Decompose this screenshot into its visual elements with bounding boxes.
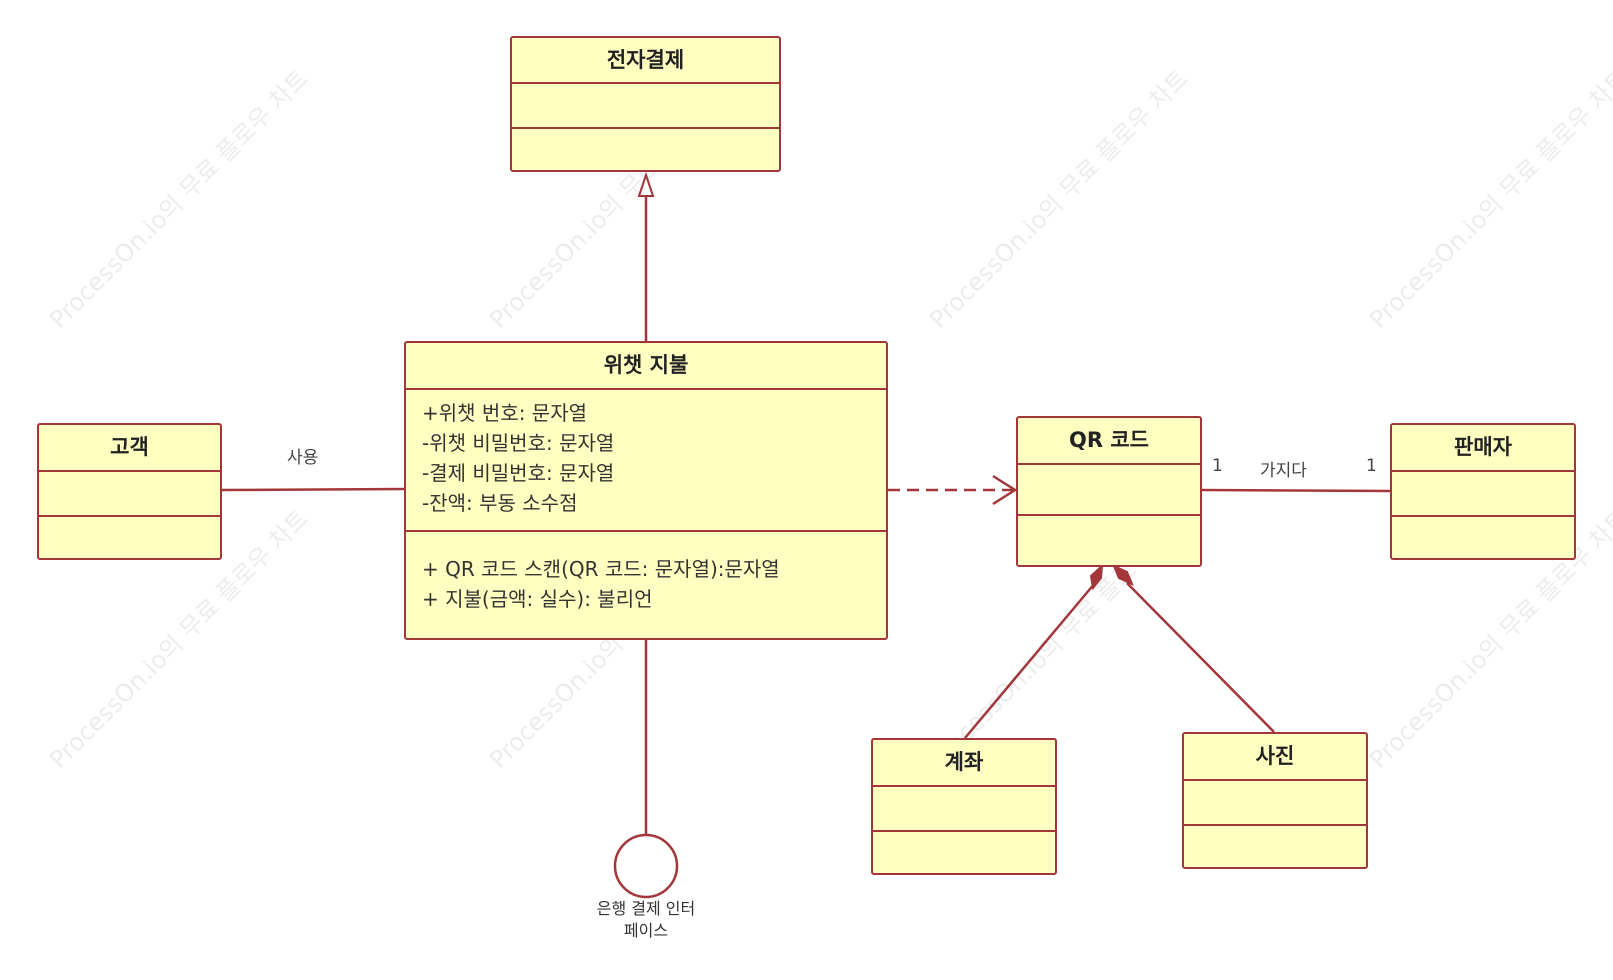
interface-label-line2: 페이스	[623, 921, 669, 940]
class-qr-code[interactable]: QR 코드	[1016, 416, 1202, 567]
interface-circle	[613, 833, 679, 899]
attributes-section	[39, 470, 220, 515]
methods-section	[39, 515, 220, 558]
attributes-section	[1392, 470, 1574, 515]
multiplicity-qr-side: 1	[1212, 456, 1223, 476]
composition-account-diamond	[1089, 563, 1104, 591]
class-name: 위챗 지불	[603, 353, 689, 377]
method: + QR 코드 스캔(QR 코드: 문자열):문자열	[422, 557, 780, 581]
attributes-section: +위챗 번호: 문자열 -위챗 비밀번호: 문자열 -결제 비밀번호: 문자열 …	[406, 388, 886, 530]
class-name: 고객	[110, 435, 149, 459]
attributes-section	[873, 785, 1055, 830]
multiplicity-seller-side: 1	[1366, 456, 1377, 476]
interface-label: 은행 결제 인터 페이스	[556, 898, 736, 942]
class-wechat-pay[interactable]: 위챗 지불 +위챗 번호: 문자열 -위챗 비밀번호: 문자열 -결제 비밀번호…	[404, 341, 888, 640]
has-association-line	[1201, 488, 1391, 493]
interface-label-line1: 은행 결제 인터	[596, 899, 696, 918]
method: + 지불(금액: 실수): 불리언	[422, 587, 653, 611]
attribute: +위챗 번호: 문자열	[422, 401, 588, 425]
methods-section: + QR 코드 스캔(QR 코드: 문자열):문자열 + 지불(금액: 실수):…	[406, 530, 886, 638]
methods-section	[512, 127, 779, 170]
class-seller[interactable]: 판매자	[1390, 423, 1576, 560]
methods-section	[1392, 515, 1574, 558]
methods-section	[1018, 514, 1200, 565]
attribute: -위챗 비밀번호: 문자열	[422, 431, 615, 455]
class-photo[interactable]: 사진	[1182, 732, 1368, 869]
class-name: 사진	[1255, 744, 1295, 768]
composition-photo-line	[1126, 582, 1275, 733]
methods-section	[873, 830, 1055, 873]
dependency-arrowhead	[992, 474, 1018, 506]
class-epay[interactable]: 전자결제	[510, 36, 781, 172]
attribute: -잔액: 부동 소수점	[422, 491, 578, 515]
use-association-line	[221, 487, 405, 492]
methods-section	[1184, 824, 1366, 867]
attribute: -결제 비밀번호: 문자열	[422, 461, 615, 485]
has-label: 가지다	[1260, 461, 1307, 481]
attributes-section	[512, 82, 779, 127]
use-label: 사용	[287, 448, 319, 468]
class-customer[interactable]: 고객	[37, 423, 222, 560]
class-name: 계좌	[944, 750, 984, 774]
class-name: QR 코드	[1069, 428, 1149, 452]
class-account[interactable]: 계좌	[871, 738, 1057, 875]
attributes-section	[1184, 779, 1366, 824]
attributes-section	[1018, 463, 1200, 514]
class-name: 판매자	[1454, 435, 1512, 459]
class-name: 전자결제	[606, 48, 685, 72]
generalization-arrowhead	[637, 171, 655, 197]
composition-photo-diamond	[1112, 564, 1134, 586]
composition-account-line	[964, 582, 1096, 739]
